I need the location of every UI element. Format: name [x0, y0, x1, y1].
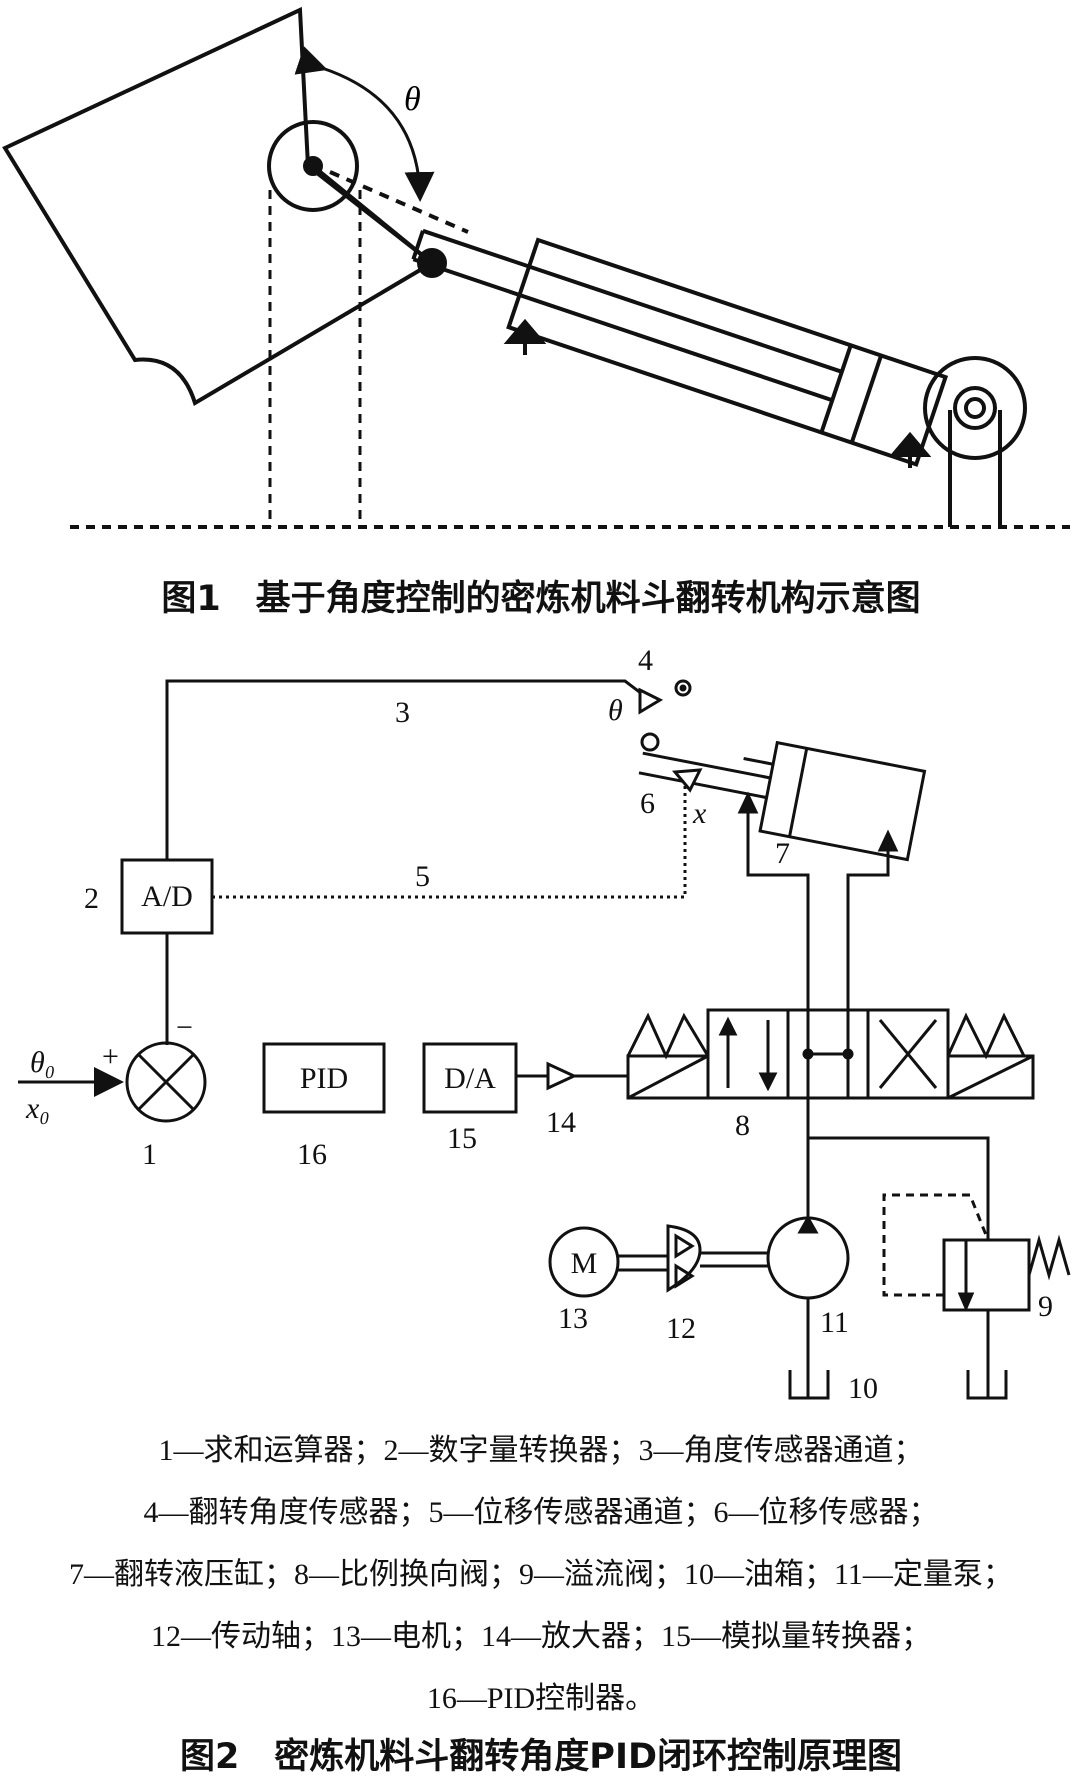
angle-channel-line	[165, 679, 651, 860]
num-8: 8	[735, 1109, 750, 1142]
num-1: 1	[142, 1138, 157, 1171]
num-16: 16	[297, 1138, 327, 1171]
figure2-schematic	[18, 679, 1071, 1400]
displacement-channel-line	[212, 785, 687, 899]
pid-block	[262, 1042, 386, 1114]
figure1-caption: 图1 基于角度控制的密炼机料斗翻转机构示意图	[161, 579, 921, 619]
rear-clevis	[923, 356, 1027, 460]
plus-sign: +	[102, 1040, 119, 1073]
proportional-valve-right-solenoid	[946, 1054, 1035, 1100]
drive-shaft	[666, 1224, 702, 1293]
minus-sign: −	[176, 1011, 193, 1044]
legend-line-1: 1—求和运算器；2—数字量转换器；3—角度传感器通道；	[158, 1434, 924, 1467]
num-15: 15	[447, 1122, 477, 1155]
num-12: 12	[666, 1312, 696, 1345]
num-13: 13	[558, 1302, 588, 1335]
x0-label: x₀	[25, 1092, 50, 1125]
motor-label: M	[571, 1247, 598, 1280]
pid-label: PID	[300, 1062, 348, 1095]
hydraulic-cylinder	[758, 740, 927, 862]
summing-junction	[125, 1041, 207, 1123]
da-block	[422, 1042, 518, 1114]
cylinder-barrel	[506, 237, 949, 467]
figure1-mechanism	[2, 6, 1070, 529]
theta-label-fig1: θ	[404, 81, 421, 118]
num-3: 3	[395, 696, 410, 729]
theta0-label: θ₀	[30, 1046, 55, 1079]
x-sensor-label: x	[692, 797, 707, 830]
num-11: 11	[820, 1306, 849, 1339]
figure2-labels: A/D PID D/A M θ x θ₀ x₀ + − 1 2 3 4 5 6 …	[25, 644, 1053, 1405]
theta-sensor-label: θ	[608, 694, 623, 727]
oil-tank	[788, 1370, 830, 1400]
hopper	[2, 6, 436, 407]
ad-label: A/D	[141, 880, 193, 913]
legend-line-5: 16—PID控制器。	[426, 1682, 656, 1715]
reference-line	[329, 170, 469, 234]
legend-line-4: 12—传动轴；13—电机；14—放大器；15—模拟量转换器；	[151, 1620, 931, 1653]
da-label: D/A	[444, 1062, 496, 1095]
amplifier	[546, 1061, 578, 1091]
num-14: 14	[546, 1106, 576, 1139]
num-6: 6	[640, 787, 655, 820]
legend-line-3: 7—翻转液压缸；8—比例换向阀；9—溢流阀；10—油箱；11—定量泵；	[69, 1558, 1013, 1591]
num-5: 5	[415, 860, 430, 893]
angle-sensor	[638, 687, 664, 715]
figure2-caption: 图2 密炼机料斗翻转角度PID闭环控制原理图	[179, 1737, 903, 1777]
displacement-sensor	[671, 768, 703, 793]
num-2: 2	[84, 882, 99, 915]
relief-valve	[942, 1238, 1031, 1312]
num-10: 10	[848, 1372, 878, 1405]
angle-arc	[294, 46, 435, 202]
num-7: 7	[775, 837, 790, 870]
num-4: 4	[638, 644, 653, 677]
legend-line-2: 4—翻转角度传感器；5—位移传感器通道；6—位移传感器；	[143, 1496, 939, 1529]
num-9: 9	[1038, 1290, 1053, 1323]
motor	[548, 1226, 620, 1298]
figure2-legend: 1—求和运算器；2—数字量转换器；3—角度传感器通道； 4—翻转角度传感器；5—…	[0, 1420, 1082, 1730]
